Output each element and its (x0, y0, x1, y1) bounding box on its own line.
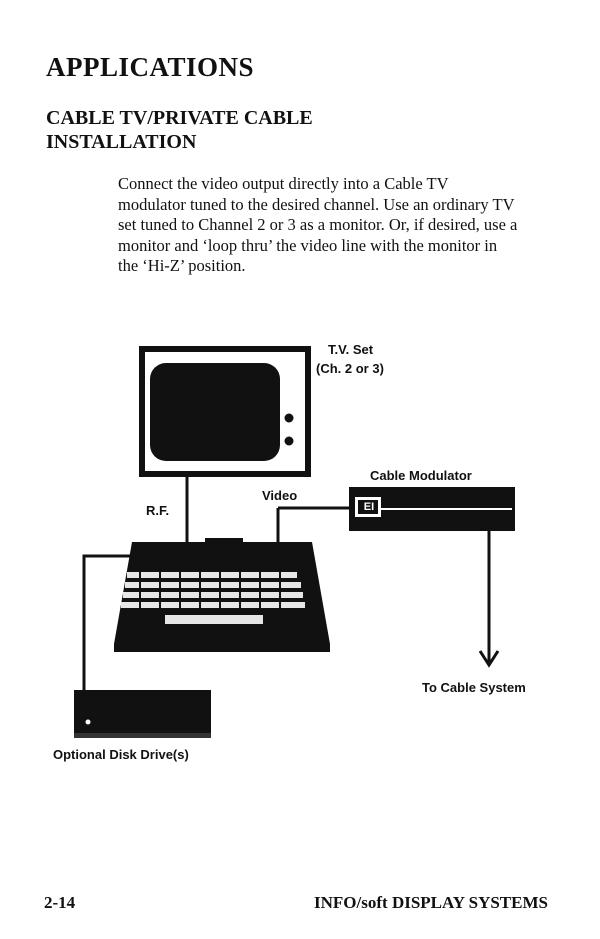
section-heading: CABLE TV/PRIVATE CABLE INSTALLATION (46, 107, 313, 153)
cable-lines (82, 475, 491, 695)
page-title: APPLICATIONS (46, 52, 255, 82)
computer-keyboard-illustration (114, 538, 330, 652)
video-label: Video (262, 488, 298, 503)
page-number: 2-14 (44, 893, 76, 912)
arrow-down-icon (478, 650, 500, 668)
tv-channel-label: (Ch. 2 or 3) (316, 361, 384, 376)
modulator-label: Cable Modulator (370, 468, 472, 483)
tv-label: T.V. Set (328, 342, 374, 357)
footer-publisher: INFO/soft DISPLAY SYSTEMS (314, 893, 548, 912)
disk-drive-label: Optional Disk Drive(s) (53, 747, 189, 762)
rf-label: R.F. (146, 503, 170, 518)
disk-drive-illustration (74, 690, 211, 738)
cable-system-label: To Cable System (422, 680, 526, 695)
modulator-badge: EI (363, 501, 375, 513)
cable-modulator-illustration (349, 487, 515, 531)
body-paragraph: Connect the video output directly into a… (118, 174, 518, 276)
tv-set-illustration (139, 346, 311, 477)
